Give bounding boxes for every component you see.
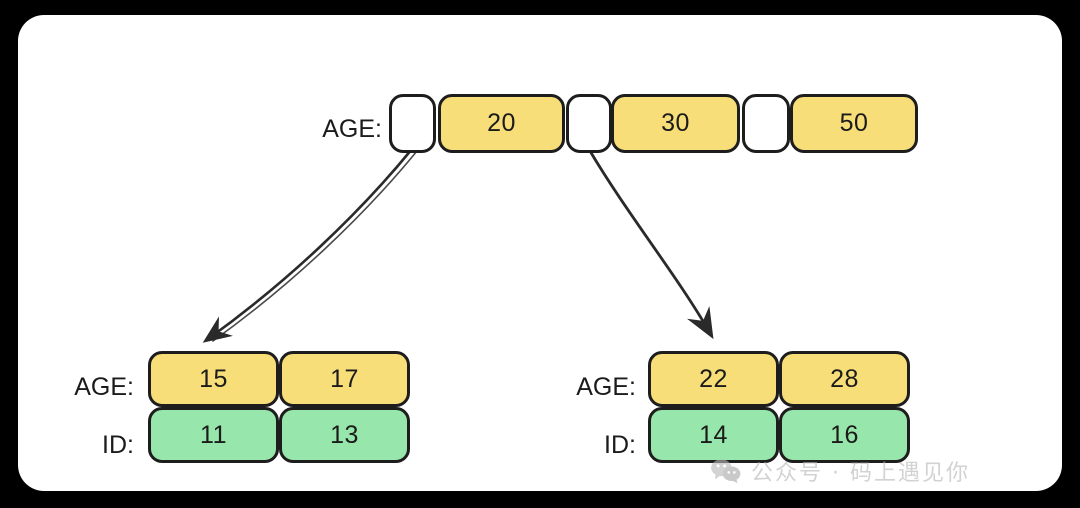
diagram-canvas: AGE: 20 30 50 AGE: ID: 15 17 11 13 AGE: … (18, 15, 1062, 491)
right-leaf-age-0[interactable]: 22 (648, 351, 779, 407)
right-leaf-age-label: AGE: (576, 373, 636, 401)
arrow-root-to-right-leaf (588, 149, 714, 340)
left-leaf-id-1[interactable]: 13 (279, 407, 410, 463)
left-leaf-id-0[interactable]: 11 (148, 407, 279, 463)
left-leaf-age-0[interactable]: 15 (148, 351, 279, 407)
watermark-text: 公众号 · 码上遇见你 (751, 461, 970, 486)
left-leaf-age-1[interactable]: 17 (279, 351, 410, 407)
root-age-label: AGE: (322, 115, 382, 143)
root-key-20[interactable]: 20 (438, 94, 565, 153)
watermark: 公众号 · 码上遇见你 (710, 455, 970, 487)
right-leaf-age-1[interactable]: 28 (779, 351, 910, 407)
root-pointer-2[interactable] (742, 94, 790, 153)
arrow-root-to-left-leaf (202, 147, 418, 343)
left-leaf-id-label: ID: (102, 431, 134, 459)
right-leaf-id-1[interactable]: 16 (779, 407, 910, 463)
wechat-icon (711, 459, 741, 484)
left-leaf-age-label: AGE: (74, 373, 134, 401)
right-leaf-id-0[interactable]: 14 (648, 407, 779, 463)
right-leaf-id-label: ID: (604, 431, 636, 459)
root-key-50[interactable]: 50 (790, 94, 918, 153)
root-pointer-1[interactable] (566, 94, 612, 153)
root-pointer-0[interactable] (389, 94, 436, 153)
root-key-30[interactable]: 30 (611, 94, 740, 153)
